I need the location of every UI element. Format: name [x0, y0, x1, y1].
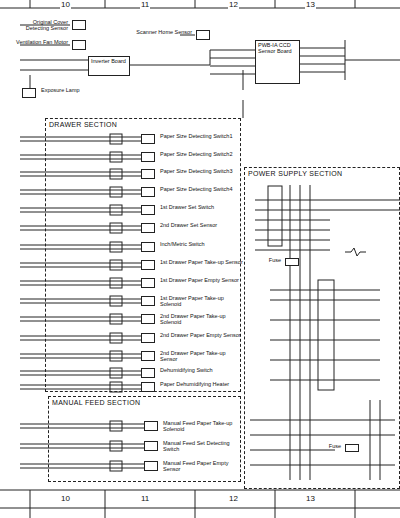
grid-number: 13 [305, 494, 316, 503]
component-symbol: Fuse [285, 258, 299, 266]
component-symbol: Original Cover Detecting Sensor [72, 20, 86, 30]
component-symbol: Paper Size Detecting Switch2 [141, 152, 155, 162]
component-label: 2nd Drawer Paper Take-up Sensor [160, 351, 244, 363]
component-label: 1st Drawer Set Switch [160, 205, 244, 211]
component-label: Paper Size Detecting Switch2 [160, 152, 244, 158]
component-label: Inch/Metric Switch [160, 242, 244, 248]
grid-number: 10 [60, 0, 71, 9]
component-symbol: Paper Size Detecting Switch3 [141, 169, 155, 179]
section-heading: POWER SUPPLY SECTION [248, 170, 342, 177]
grid-number: 11 [140, 0, 150, 9]
component-symbol: Manual Feed Paper Take-up Solenoid [144, 421, 158, 431]
component-symbol: 2nd Drawer Paper Take-up Solenoid [141, 314, 155, 324]
component-label: Paper Dehumidifying Heater [160, 382, 244, 388]
component-label: Manual Feed Set Detecting Switch [163, 441, 247, 453]
component-label: 1st Drawer Paper Take-up Solenoid [160, 296, 244, 308]
component-symbol: Paper Size Detecting Switch4 [141, 187, 155, 197]
section-heading: MANUAL FEED SECTION [52, 399, 140, 406]
component-symbol: Scanner Home Sensor [196, 30, 210, 40]
component-label: Fuse [223, 258, 281, 264]
component-symbol: 1st Drawer Paper Empty Sensor [141, 278, 155, 288]
component-label: Manual Feed Paper Empty Sensor [163, 461, 247, 473]
grid-number: 12 [228, 494, 239, 503]
component-label: Paper Size Detecting Switch3 [160, 169, 244, 175]
component-symbol: 1st Drawer Paper Take-up Solenoid [141, 296, 155, 306]
component-symbol: Exposure Lamp [22, 88, 36, 98]
component-symbol: 1st Drawer Paper Take-up Sensor [141, 260, 155, 270]
grid-number: 10 [60, 494, 71, 503]
component-symbol: Inch/Metric Switch [141, 242, 155, 252]
component-label: Ventilation Fan Motor [10, 40, 68, 46]
component-label: 2nd Drawer Paper Empty Sensor [160, 333, 244, 339]
component-label: Exposure Lamp [41, 88, 125, 94]
component-label: 2nd Drawer Set Sensor [160, 223, 244, 229]
grid-number: 12 [228, 0, 239, 9]
component-symbol: Fuse [345, 444, 359, 452]
component-symbol: 2nd Drawer Paper Take-up Sensor [141, 351, 155, 361]
component-label: Fuse [283, 444, 341, 450]
board-box: PWB-IA CCD Sensor Board [255, 40, 300, 84]
component-symbol: 1st Drawer Set Switch [141, 205, 155, 215]
component-label: 2nd Drawer Paper Take-up Solenoid [160, 314, 244, 326]
component-label: Inverter Board [91, 59, 129, 65]
component-symbol: Paper Dehumidifying Heater [141, 382, 155, 392]
section-heading: DRAWER SECTION [49, 121, 117, 128]
component-label: Dehumidifying Switch [160, 368, 244, 374]
component-symbol: Manual Feed Set Detecting Switch [144, 441, 158, 451]
section-band: DRAWER SECTION Paper Size Detecting Switc… [45, 118, 241, 392]
component-symbol: Dehumidifying Switch [141, 368, 155, 378]
component-label: Manual Feed Paper Take-up Solenoid [163, 421, 247, 433]
component-label: Paper Size Detecting Switch4 [160, 187, 244, 193]
component-symbol: 2nd Drawer Paper Empty Sensor [141, 333, 155, 343]
component-label: Paper Size Detecting Switch1 [160, 134, 244, 140]
section-band: POWER SUPPLY SECTIONFuseFuse [244, 167, 400, 489]
component-symbol: Manual Feed Paper Empty Sensor [144, 461, 158, 471]
board-box: Inverter Board [88, 56, 130, 76]
component-symbol: 2nd Drawer Set Sensor [141, 223, 155, 233]
section-band: MANUAL FEED SECTION Manual Feed Paper Tak… [48, 396, 241, 482]
component-label: PWB-IA CCD Sensor Board [258, 43, 299, 55]
grid-number: 11 [140, 494, 150, 503]
component-symbol: Ventilation Fan Motor [72, 40, 86, 50]
grid-number: 13 [305, 0, 316, 9]
component-label: Original Cover Detecting Sensor [10, 20, 68, 32]
component-label: 1st Drawer Paper Empty Sensor [160, 278, 244, 284]
component-label: 1st Drawer Paper Take-up Sensor [160, 260, 244, 266]
component-symbol: Paper Size Detecting Switch1 [141, 134, 155, 144]
component-label: Scanner Home Sensor [134, 30, 192, 36]
